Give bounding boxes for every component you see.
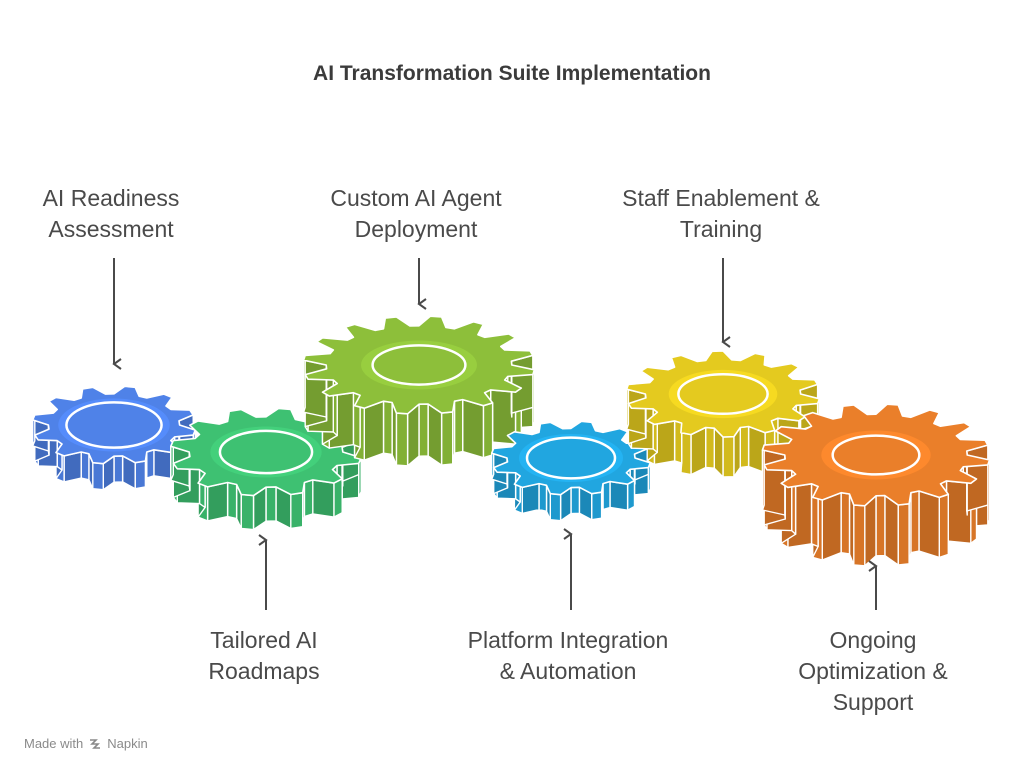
napkin-brand-text: Napkin xyxy=(107,736,148,751)
step-label-staff-enablement: Staff Enablement & Training xyxy=(622,185,820,242)
gear-side-face xyxy=(853,504,866,567)
gear-side-face xyxy=(549,493,562,522)
gear-side-face xyxy=(821,492,842,561)
gear-side-face xyxy=(897,503,910,566)
gear-side-face xyxy=(134,460,147,490)
gear-side-face xyxy=(538,482,548,512)
step-label-platform-integration: Platform Integration & Automation xyxy=(467,627,669,684)
gear-side-face xyxy=(884,494,899,566)
gear-side-face xyxy=(80,451,90,481)
gear-hole xyxy=(831,434,921,476)
gear-side-face xyxy=(705,426,715,469)
gear-side-face xyxy=(609,480,629,511)
gear-side-face xyxy=(312,479,335,518)
gear-side-face xyxy=(265,486,277,522)
gear-side-face xyxy=(680,432,692,476)
gear-side-face xyxy=(146,449,155,479)
gear-side-face xyxy=(418,403,429,457)
gear-side-face xyxy=(761,444,765,511)
gear-side-face xyxy=(302,359,327,418)
gear-side-face xyxy=(395,412,409,467)
gear-side-face xyxy=(625,383,630,430)
gear-side-face xyxy=(722,436,735,478)
gear-side-face xyxy=(290,492,304,530)
gear-side-face xyxy=(910,490,920,554)
gear-side-face xyxy=(113,455,124,483)
page-title: AI Transformation Suite Implementation xyxy=(313,62,711,85)
gear-side-face xyxy=(302,354,306,413)
step-label-agent-deployment: Custom AI Agent Deployment xyxy=(330,185,502,242)
made-with-text: Made with xyxy=(24,736,84,751)
gear-side-face xyxy=(153,449,173,480)
step-label-ongoing-optimization: Ongoing Optimization & Support xyxy=(798,627,948,715)
step-label-readiness-assessment: AI Readiness Assessment xyxy=(42,185,180,242)
gear-side-face xyxy=(739,425,750,469)
gear-icon xyxy=(490,420,652,522)
gear-side-face xyxy=(938,493,949,559)
gear-side-face xyxy=(591,491,603,521)
gear-icon xyxy=(761,403,991,567)
gear-side-face xyxy=(63,451,82,483)
gear-hole xyxy=(677,372,769,416)
step-label-tailored-roadmaps: Tailored AI Roadmaps xyxy=(208,627,320,684)
gear-side-face xyxy=(602,480,611,511)
napkin-logo-icon xyxy=(90,738,101,749)
gear-side-face xyxy=(92,462,105,491)
gear-side-face xyxy=(333,478,343,518)
gear-side-face xyxy=(226,481,238,520)
gear-hole xyxy=(218,429,314,475)
gear-side-face xyxy=(240,493,255,531)
gear-side-face xyxy=(303,479,314,518)
gear-side-face xyxy=(382,400,393,456)
gear-side-face xyxy=(626,479,636,511)
gear-side-face xyxy=(690,426,707,476)
gear-side-face xyxy=(453,398,464,454)
gear-hole xyxy=(371,344,467,386)
gear-side-face xyxy=(206,481,229,522)
gear-side-face xyxy=(440,411,454,466)
gear-hole xyxy=(525,436,617,480)
gear-side-face xyxy=(406,403,420,467)
gear-side-face xyxy=(918,490,940,559)
gear-side-face xyxy=(427,403,443,466)
gear-side-face xyxy=(625,388,647,435)
gear-side-face xyxy=(521,482,540,515)
gear-side-face xyxy=(864,495,877,567)
gear-side-face xyxy=(482,402,494,459)
gear-icon xyxy=(302,315,536,467)
gear-side-face xyxy=(462,398,485,459)
gear-side-face xyxy=(875,494,886,557)
napkin-credit: Made with Napkin xyxy=(24,736,148,751)
gear-side-face xyxy=(363,400,385,461)
gear-side-face xyxy=(840,492,851,555)
gear-hole xyxy=(65,401,163,449)
gear-side-face xyxy=(570,486,581,515)
